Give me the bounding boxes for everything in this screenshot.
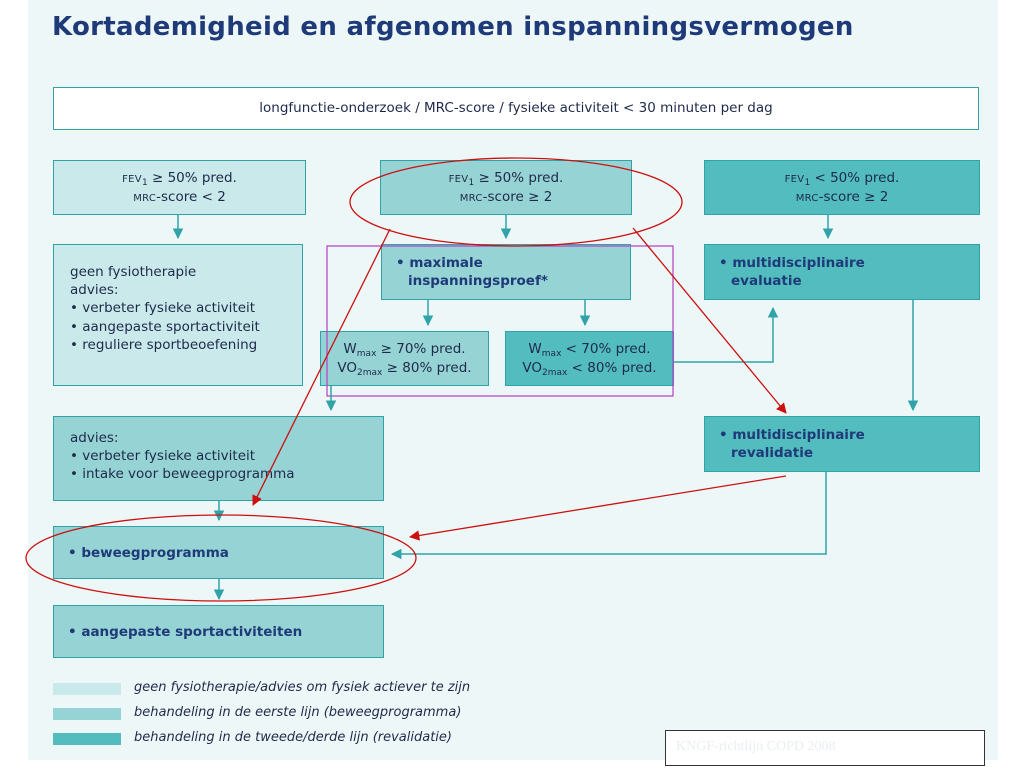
adapted-sports-label: • aangepaste sportactiviteiten [68,624,303,640]
legend-swatch-medium [53,708,121,720]
advice-bullet: • verbeter fysieke activiteit [70,448,256,465]
fev-criterion: FEV1 ≥ 50% pred. [122,170,237,189]
multi-rev-line2: revalidatie [731,445,813,462]
slide-title: Kortademigheid en afgenomen inspanningsv… [52,12,854,42]
no-physio-line1: geen fysiotherapie [70,264,197,280]
no-physio-bullet: • aangepaste sportactiviteit [70,318,260,335]
legend-label: geen fysiotherapie/advies om fysiek acti… [134,680,471,695]
multi-eval-line1: • multidisciplinaire [719,255,865,271]
criteria-box-left: FEV1 ≥ 50% pred. MRC-score < 2 [53,160,306,215]
advice-line1: advies: [70,430,119,446]
wmax-criterion: Wmax ≥ 70% pred. [343,341,466,360]
mrc-criterion: MRC-score ≥ 2 [459,188,553,205]
no-physio-line2: advies: [70,282,119,299]
advice-box: advies: • verbeter fysieke activiteit • … [53,416,384,501]
vo2max-criterion: VO2max < 80% pred. [522,359,657,378]
exercise-program-label: • beweegprogramma [68,545,229,561]
no-physio-bullet: • verbeter fysieke activiteit [70,300,256,317]
max-test-line1: • maximale [396,255,483,271]
wmax-criterion: Wmax < 70% pred. [528,341,651,360]
legend-label: behandeling in de tweede/derde lijn (rev… [134,730,452,745]
multi-rev-line1: • multidisciplinaire [719,427,865,443]
legend-swatch-dark [53,733,121,745]
max-test-line2: inspanningsproef* [408,273,548,290]
wmax-high-box: Wmax ≥ 70% pred. VO2max ≥ 80% pred. [320,331,489,386]
source-note: KNGF-richtlijn COPD 2008 [665,730,985,766]
wmax-low-box: Wmax < 70% pred. VO2max < 80% pred. [505,331,674,386]
advice-bullet: • intake voor beweegprogramma [70,466,295,483]
max-exercise-test-box: • maximale inspanningsproef* [381,244,631,300]
no-physio-bullet: • reguliere sportbeoefening [70,336,258,353]
assessment-box: longfunctie-onderzoek / MRC-score / fysi… [53,87,979,130]
criteria-box-middle: FEV1 ≥ 50% pred. MRC-score ≥ 2 [380,160,632,215]
criteria-box-right: FEV1 < 50% pred. MRC-score ≥ 2 [704,160,980,215]
multi-eval-line2: evaluatie [731,273,802,290]
exercise-program-box: • beweegprogramma [53,526,384,579]
legend-swatch-light [53,683,121,695]
no-physio-box: geen fysiotherapie advies: • verbeter fy… [53,244,303,386]
adapted-sports-box: • aangepaste sportactiviteiten [53,605,384,658]
mrc-criterion: MRC-score < 2 [133,188,226,205]
fev-criterion: FEV1 ≥ 50% pred. [448,170,564,189]
mrc-criterion: MRC-score ≥ 2 [795,188,889,205]
multi-evaluation-box: • multidisciplinaire evaluatie [704,244,980,300]
fev-criterion: FEV1 < 50% pred. [784,170,900,189]
vo2max-criterion: VO2max ≥ 80% pred. [337,359,472,378]
legend-label: behandeling in de eerste lijn (beweegpro… [134,705,462,720]
assessment-text: longfunctie-onderzoek / MRC-score / fysi… [259,100,773,117]
multi-rehabilitation-box: • multidisciplinaire revalidatie [704,416,980,472]
